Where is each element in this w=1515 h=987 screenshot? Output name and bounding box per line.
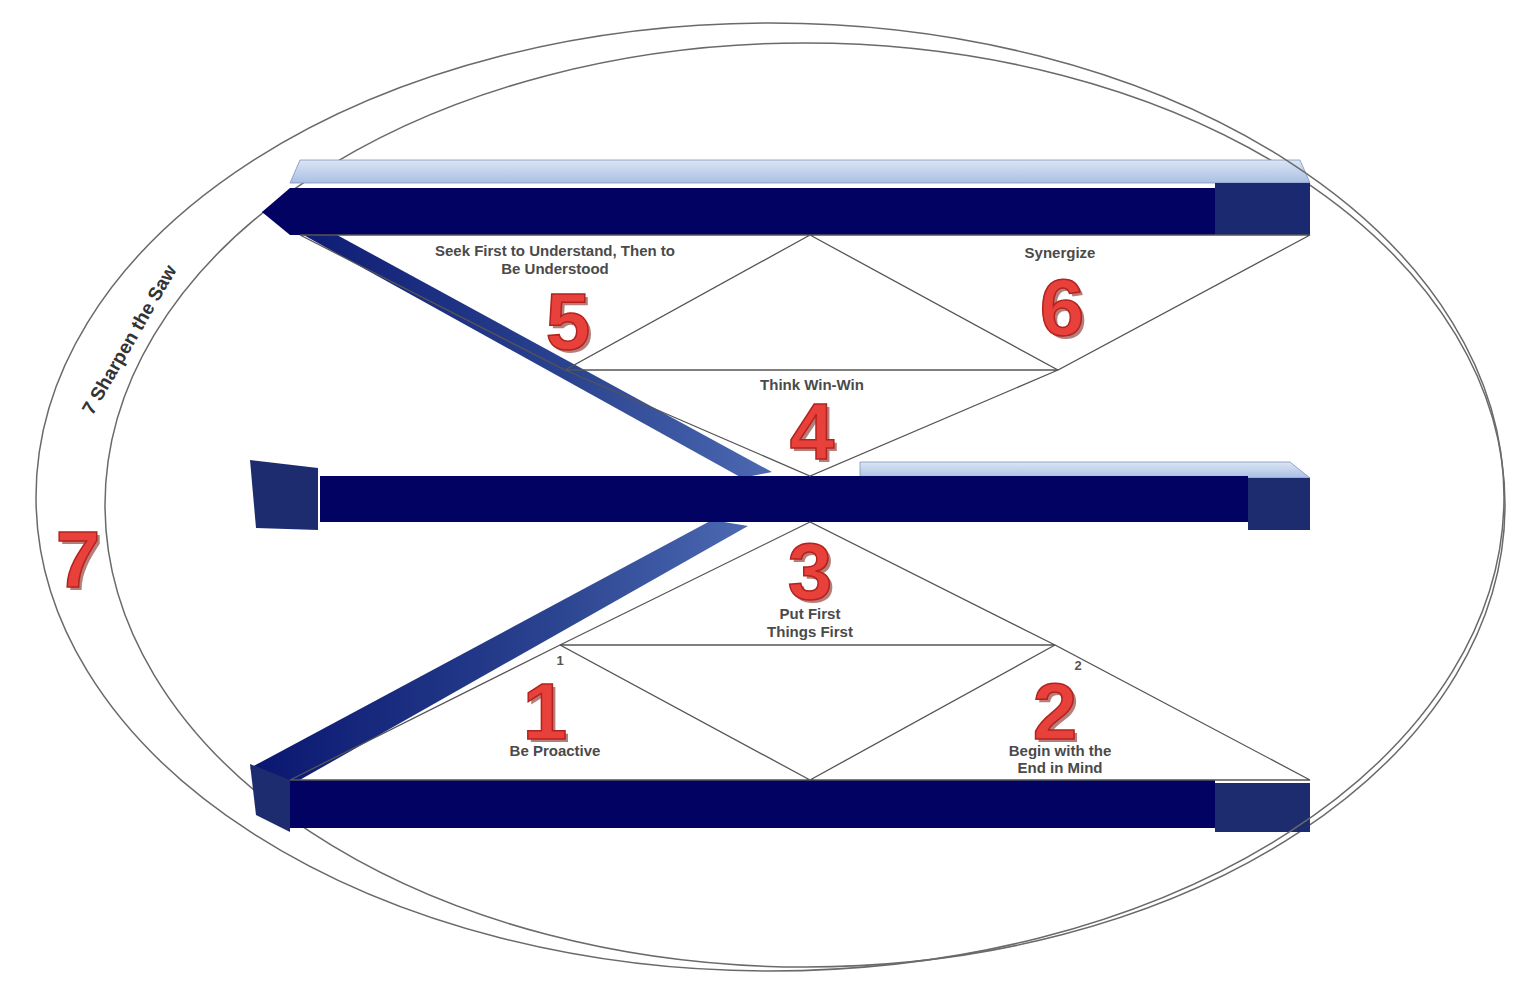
triangle-edge (810, 645, 1310, 780)
ring-outline (35, 22, 1505, 972)
top-bar (262, 188, 1215, 235)
bottom-bar (290, 780, 1215, 828)
inner-ring (105, 43, 1505, 967)
upper-diagonal-band (262, 205, 772, 478)
middle-plate-right-end (1248, 478, 1310, 530)
habit-number: 2 (1074, 659, 1081, 672)
callout-number: 1 (523, 672, 568, 752)
habit-text: Seek First to Understand, Then to Be Und… (430, 242, 680, 278)
callout-number: 5 (546, 282, 591, 362)
callout-number: 6 (1040, 268, 1085, 348)
middle-bar (320, 476, 1248, 522)
bottom-plate-left-end (250, 764, 290, 832)
callout-number: 3 (788, 532, 833, 612)
ring-text: 7 Sharpen the Saw (79, 262, 182, 419)
callout-number: 7 (56, 520, 101, 600)
top-plate-end (1215, 183, 1310, 235)
sharpen-ring: 7 Sharpen the Saw Seek First to Understan… (35, 22, 1505, 972)
bottom-plate-right-end (1215, 783, 1310, 832)
triangle-edge (290, 645, 810, 780)
middle-plate-face (860, 462, 1310, 478)
callout-number: 2 (1033, 672, 1078, 752)
lower-diagonal-band (250, 520, 748, 790)
top-plate-face (290, 160, 1310, 183)
triangle-edge (300, 235, 810, 370)
triangle-edge (560, 522, 1055, 645)
triangle-edge (810, 235, 1310, 370)
middle-plate-left-end (250, 460, 318, 530)
habit-number: 1 (556, 654, 563, 667)
habit-text: Synergize (985, 244, 1135, 262)
outer-ring (36, 23, 1504, 971)
triangle-edge (565, 370, 1058, 476)
callout-number: 4 (790, 392, 835, 472)
